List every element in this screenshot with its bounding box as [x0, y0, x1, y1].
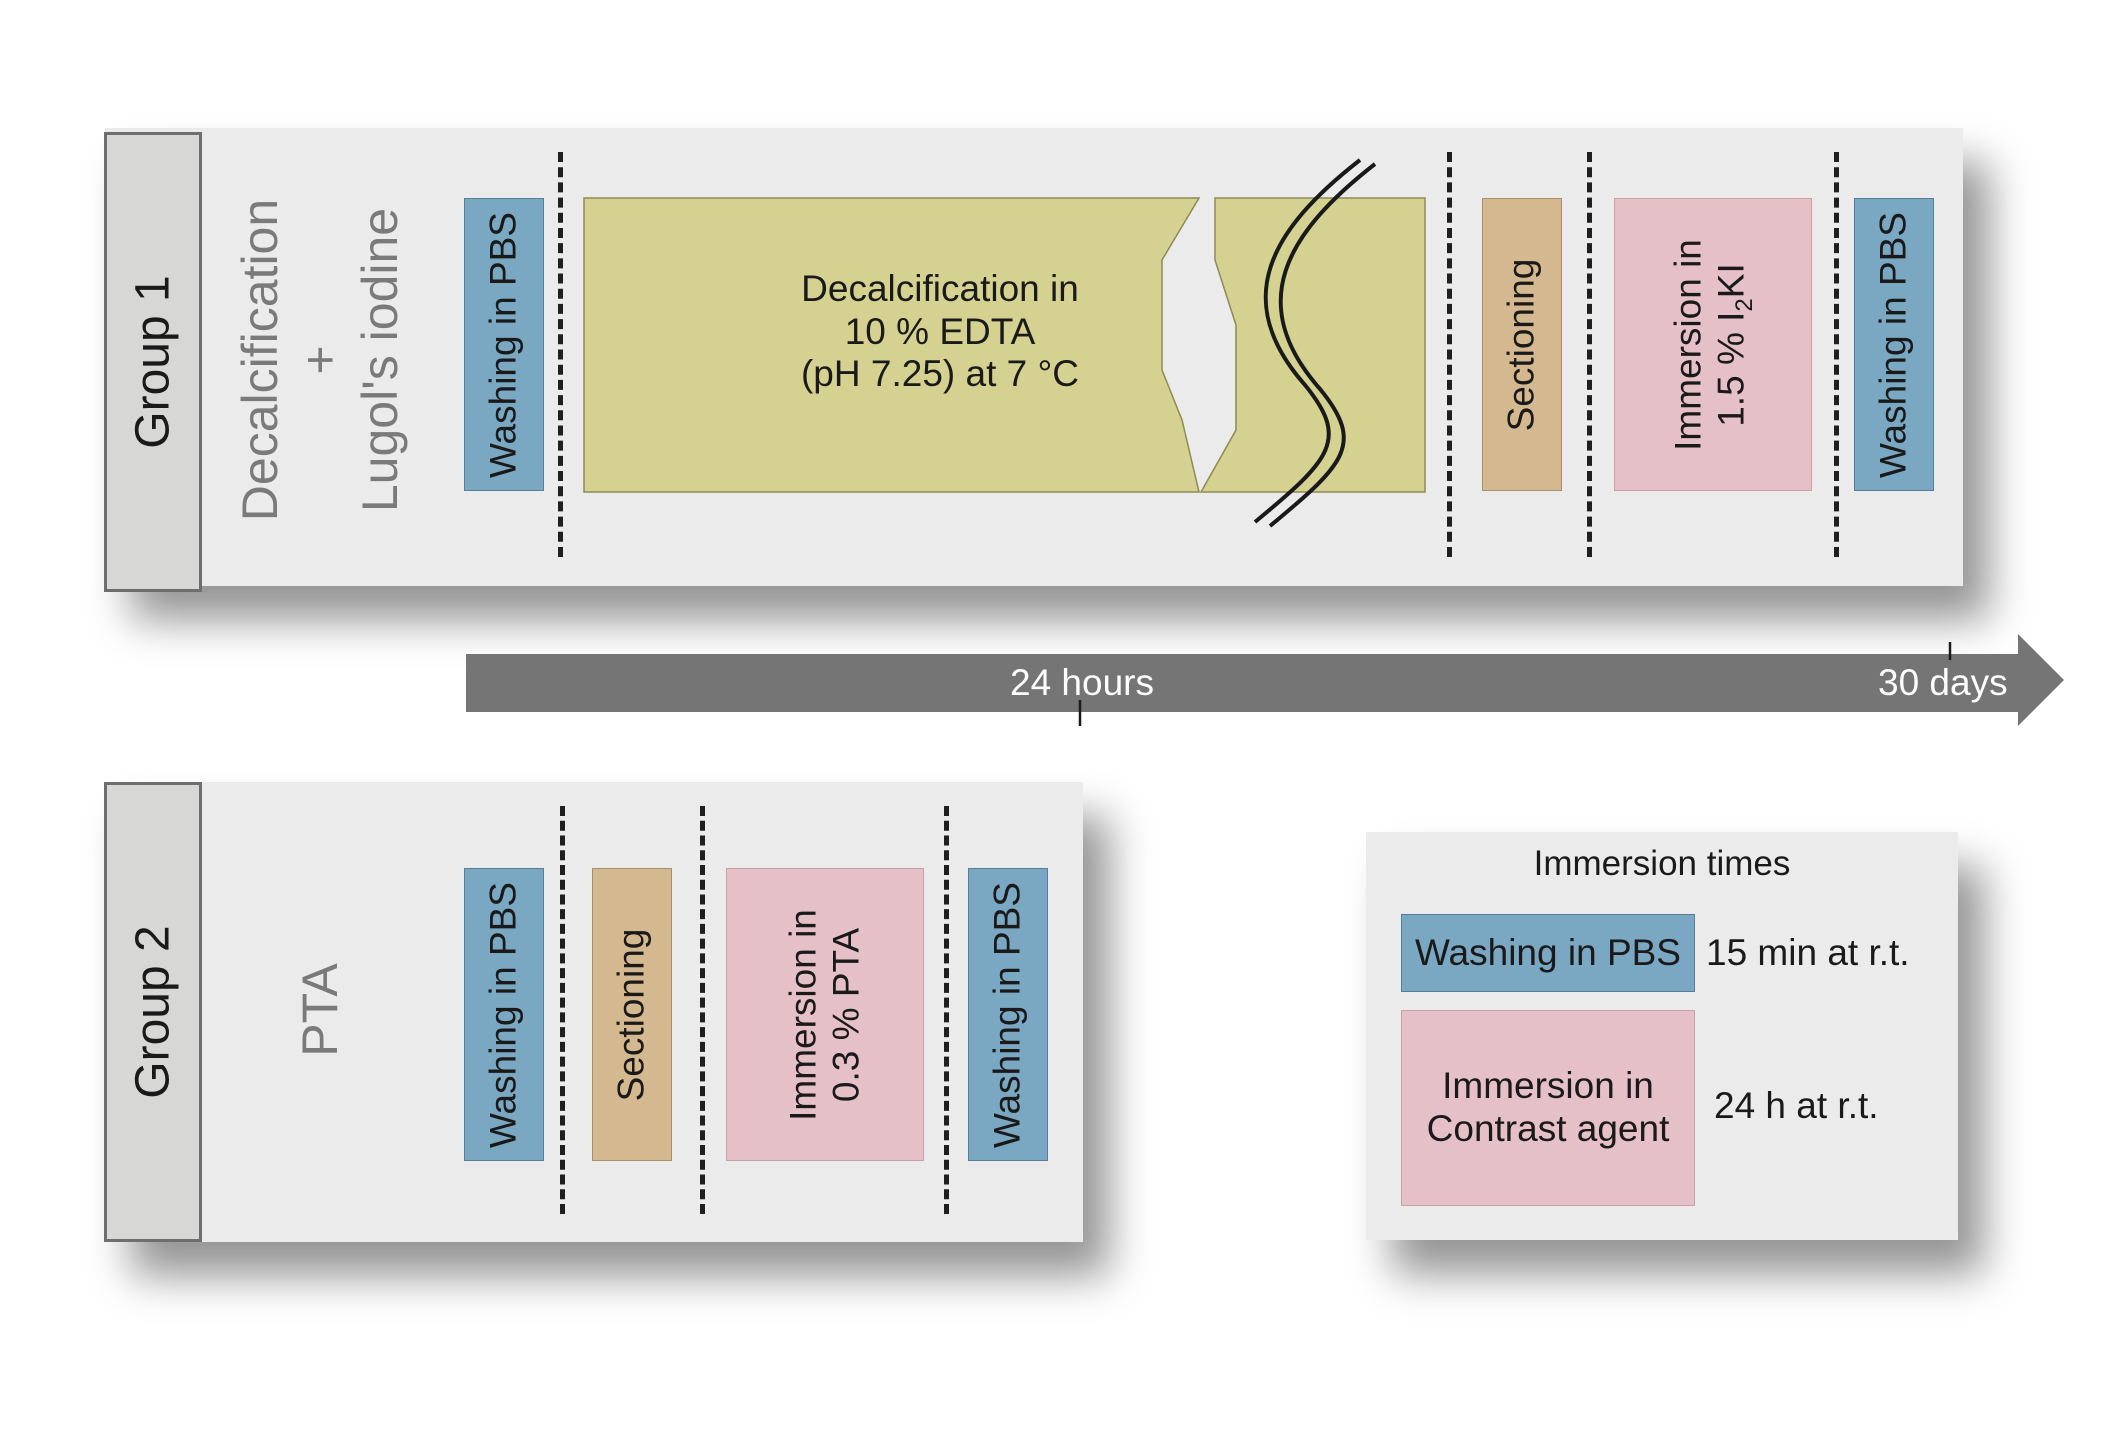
timeline-label-24h: 24 hours [1010, 662, 1154, 703]
g2-step-sectioning: Sectioning [592, 868, 672, 1161]
g2-step-washing-pbs-label: Washing in PBS [482, 881, 524, 1148]
group1-method-line1: Decalcification [232, 198, 288, 522]
group1-method-line3: Lugol's iodine [352, 207, 408, 513]
g1-step-washing-pbs-label: Washing in PBS [482, 211, 524, 478]
g2-pta-line2: 0.3 % PTA [825, 927, 866, 1102]
timeline-label-30d: 30 days [1878, 662, 2008, 703]
group1-method: Decalcification + Lugol's iodine [210, 140, 430, 580]
g2-step-washing-pbs-final: Washing in PBS [968, 868, 1048, 1161]
g1-step-sectioning-label: Sectioning [1500, 258, 1542, 431]
g2-divider-2 [700, 806, 705, 1214]
g2-pta-line1: Immersion in [782, 908, 824, 1121]
g1-step-iodine-immersion: Immersion in 1.5 % I2KI [1614, 198, 1812, 491]
g1-decal-line3: (pH 7.25) at 7 °C [800, 353, 1080, 395]
g1-step-decalcification-box [583, 158, 1426, 528]
group2-tab: Group 2 [104, 782, 202, 1242]
g1-decal-line2: 10 % EDTA [844, 310, 1036, 352]
group2-method: PTA [270, 870, 370, 1150]
group2-label: Group 2 [126, 925, 180, 1099]
time-break-icon [1253, 158, 1362, 524]
g1-step-washing-pbs-final: Washing in PBS [1854, 198, 1934, 491]
timeline-arrow [466, 634, 2064, 726]
g2-step-pta-immersion: Immersion in 0.3 % PTA [726, 868, 924, 1161]
legend-pbs-time: 15 min at r.t. [1706, 932, 1910, 973]
g2-step-washing-pbs-final-label: Washing in PBS [986, 881, 1028, 1148]
g2-divider-3 [944, 806, 949, 1214]
g1-step-decalcification-text: Decalcification in 10 % EDTA (pH 7.25) a… [640, 268, 1240, 396]
group1-method-line2: + [292, 345, 348, 375]
g1-step-sectioning: Sectioning [1482, 198, 1562, 491]
g1-step-washing-pbs: Washing in PBS [464, 198, 544, 491]
g1-divider-2 [1447, 152, 1452, 557]
g2-step-sectioning-label: Sectioning [610, 928, 652, 1101]
group1-label: Group 1 [126, 275, 180, 449]
g1-decal-line1: Decalcification in [801, 268, 1079, 309]
g1-divider-3 [1587, 152, 1592, 557]
g2-divider-1 [560, 806, 565, 1214]
g1-iodine-line1: Immersion in [1667, 238, 1709, 451]
group1-tab: Group 1 [104, 132, 202, 592]
g2-step-washing-pbs: Washing in PBS [464, 868, 544, 1161]
g1-step-washing-pbs-final-label: Washing in PBS [1872, 211, 1914, 478]
legend-pbs-swatch: Washing in PBS [1401, 914, 1695, 992]
g1-iodine-line2: 1.5 % I2KI [1710, 262, 1758, 427]
group2-method-label: PTA [292, 963, 348, 1057]
legend-title: Immersion times [1533, 844, 1791, 883]
g1-divider-4 [1834, 152, 1839, 557]
legend-contrast-swatch: Immersion in Contrast agent [1401, 1010, 1695, 1206]
legend-contrast-time: 24 h at r.t. [1714, 1085, 1879, 1126]
g1-divider-1 [558, 152, 563, 557]
legend-pbs-label: Washing in PBS [1415, 931, 1681, 973]
legend-contrast-line1: Immersion in [1442, 1065, 1654, 1107]
legend-contrast-line2: Contrast agent [1426, 1108, 1670, 1149]
